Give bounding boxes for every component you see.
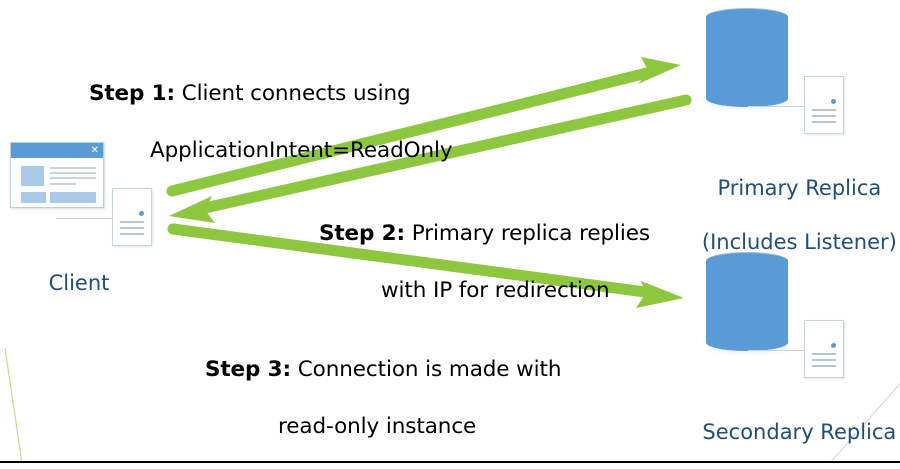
browser-window-icon: ✕ bbox=[10, 142, 104, 208]
bottom-divider bbox=[0, 461, 900, 463]
document-text-line bbox=[812, 365, 836, 367]
browser-footer-block bbox=[50, 192, 96, 203]
decorative-hairline-left bbox=[4, 347, 23, 464]
step-1-text: Step 1: Client connects using Applicatio… bbox=[62, 52, 453, 222]
step-2-line2: with IP for redirection bbox=[381, 278, 610, 304]
primary-replica-node bbox=[700, 6, 880, 146]
document-text-line bbox=[812, 121, 836, 123]
cylinder-body bbox=[706, 260, 788, 342]
step-3-label: Step 3: bbox=[204, 357, 292, 383]
browser-text-line bbox=[50, 183, 76, 185]
document-text-line bbox=[120, 221, 144, 223]
document-status-dot bbox=[831, 343, 836, 348]
client-label: Client bbox=[48, 271, 110, 295]
browser-thumbnail-block bbox=[21, 166, 44, 186]
step-2-line1: Primary replica replies bbox=[405, 221, 651, 247]
client-connector-line bbox=[56, 218, 114, 219]
database-cylinder-icon bbox=[706, 252, 789, 352]
step-2-text: Step 2: Primary replica replies with IP … bbox=[292, 192, 650, 362]
document-text-line bbox=[120, 233, 144, 235]
step-3-line2: read-only instance bbox=[278, 414, 477, 440]
arrow-step-2 bbox=[169, 94, 692, 223]
document-text-line bbox=[812, 109, 836, 111]
secondary-replica-label: Secondary Replica (Read-Only) bbox=[672, 392, 900, 469]
document-text-line bbox=[812, 115, 836, 117]
step-1-line1: Client connects using bbox=[175, 81, 411, 107]
document-status-dot bbox=[139, 211, 144, 216]
arrow-step-3 bbox=[167, 223, 684, 308]
primary-connector-line bbox=[748, 106, 806, 107]
secondary-connector-line bbox=[748, 350, 806, 351]
browser-title-bar: ✕ bbox=[11, 143, 103, 158]
document-status-dot bbox=[831, 99, 836, 104]
step-1-line2: ApplicationIntent=ReadOnly bbox=[150, 138, 453, 164]
cylinder-body bbox=[706, 16, 788, 98]
step-3-line1: Connection is made with bbox=[291, 357, 562, 383]
document-text-line bbox=[120, 227, 144, 229]
browser-text-line bbox=[50, 177, 96, 179]
browser-footer-block bbox=[21, 192, 46, 203]
database-cylinder-icon bbox=[706, 8, 789, 108]
document-text-line bbox=[812, 359, 836, 361]
browser-text-line bbox=[50, 172, 96, 174]
cylinder-top bbox=[706, 252, 788, 270]
server-document-icon bbox=[804, 320, 844, 378]
cylinder-top bbox=[706, 8, 788, 26]
close-icon: ✕ bbox=[90, 145, 99, 156]
secondary-replica-node bbox=[700, 250, 880, 390]
arrow-step-1 bbox=[166, 57, 681, 197]
decorative-hairline-right bbox=[829, 382, 900, 464]
primary-replica-label: Primary Replica (Includes Listener) bbox=[672, 148, 900, 282]
step-1-label: Step 1: bbox=[88, 81, 176, 107]
primary-replica-label-line2: (Includes Listener) bbox=[701, 229, 897, 254]
step-3-text: Step 3: Connection is made with read-onl… bbox=[178, 328, 562, 469]
server-document-icon bbox=[804, 76, 844, 134]
secondary-replica-label-line1: Secondary Replica bbox=[702, 419, 897, 444]
primary-replica-label-line1: Primary Replica bbox=[717, 175, 882, 200]
step-2-label: Step 2: bbox=[318, 221, 406, 247]
server-document-icon bbox=[112, 188, 152, 246]
document-text-line bbox=[812, 353, 836, 355]
client-node: ✕ bbox=[8, 140, 158, 255]
browser-text-line bbox=[50, 167, 96, 169]
